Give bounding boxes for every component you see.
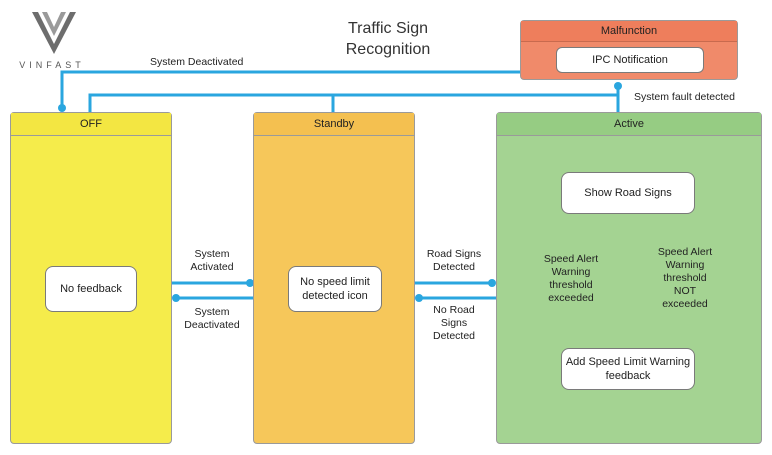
action-show-road-signs: Show Road Signs <box>561 172 695 214</box>
state-malfunction-label: Malfunction <box>521 21 737 42</box>
label-threshold-not-exceeded: Speed Alert Warning threshold NOT exceed… <box>657 246 713 310</box>
wire-system-deactivated-top <box>60 70 520 106</box>
vinfast-logo-icon <box>32 12 76 54</box>
dot-nrsd <box>415 294 423 302</box>
title-line-1: Traffic Sign <box>347 20 429 37</box>
action-ipc-notification: IPC Notification <box>556 47 704 73</box>
action-no-feedback: No feedback <box>45 266 137 312</box>
label-system-deactivated-top: System Deactivated <box>150 56 244 68</box>
logo-text: VINFAST <box>19 60 85 70</box>
action-no-speed-limit: No speed limit detected icon <box>288 266 382 312</box>
label-system-activated: System Activated <box>190 248 234 273</box>
dot-sysact <box>246 279 254 287</box>
dot-sysdeact <box>172 294 180 302</box>
state-active-label: Active <box>497 113 761 136</box>
label-road-signs-detected: Road Signs Detected <box>426 248 482 273</box>
page-title: Traffic Sign Recognition <box>318 18 458 60</box>
dot-sysdeact-top <box>58 104 66 112</box>
label-threshold-exceeded: Speed Alert Warning threshold exceeded <box>543 253 599 304</box>
label-system-deactivated: System Deactivated <box>184 306 240 331</box>
action-speed-limit-warning: Add Speed Limit Warning feedback <box>561 348 695 390</box>
dot-rsd <box>488 279 496 287</box>
wire-system-fault <box>88 84 620 112</box>
state-active: Active <box>496 112 762 444</box>
state-standby-label: Standby <box>254 113 414 136</box>
label-system-fault-detected: System fault detected <box>634 91 735 103</box>
title-line-2: Recognition <box>345 41 431 58</box>
label-no-road-signs-detected: No Road Signs Detected <box>432 304 476 342</box>
dot-fault-malf <box>614 82 622 90</box>
state-off-label: OFF <box>11 113 171 136</box>
